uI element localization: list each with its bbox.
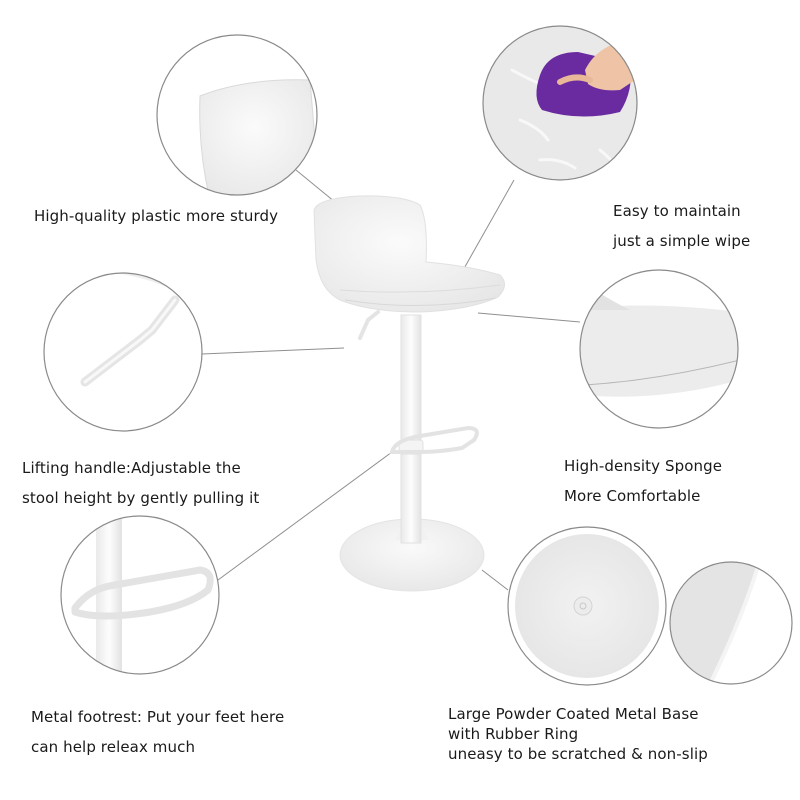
feature-text-line: stool height by gently pulling it xyxy=(22,489,260,507)
feature-text-line: High-quality plastic more sturdy xyxy=(34,207,279,225)
detail-circle-backrest xyxy=(156,34,318,196)
feature-text-line: More Comfortable xyxy=(564,487,701,505)
detail-circle-rubber-ring xyxy=(669,561,793,685)
feature-text-line: Easy to maintain xyxy=(613,202,741,220)
detail-circle-sponge xyxy=(579,269,739,429)
feature-text-line: uneasy to be scratched & non-slip xyxy=(448,745,708,763)
feature-label-base: Large Powder Coated Metal Base with Rubb… xyxy=(448,704,708,764)
feature-label-footrest: Metal footrest: Put your feet here can h… xyxy=(31,702,284,762)
bar-stool-illustration xyxy=(313,195,505,592)
detail-circle-footrest xyxy=(60,515,220,675)
detail-circle-cleaning xyxy=(482,25,638,181)
feature-text-line: High-density Sponge xyxy=(564,457,723,475)
feature-text-line: Large Powder Coated Metal Base xyxy=(448,705,699,723)
feature-label-plastic: High-quality plastic more sturdy xyxy=(34,201,278,231)
connector-lines xyxy=(201,169,581,591)
feature-label-maintain: Easy to maintain just a simple wipe xyxy=(613,196,750,256)
feature-text-line: with Rubber Ring xyxy=(448,725,579,743)
feature-text-line: Lifting handle:Adjustable the xyxy=(22,459,241,477)
feature-text-line: can help releax much xyxy=(31,738,196,756)
feature-label-handle: Lifting handle:Adjustable the stool heig… xyxy=(22,453,259,513)
detail-circle-handle xyxy=(43,272,203,432)
feature-text-line: Metal footrest: Put your feet here xyxy=(31,708,285,726)
feature-label-sponge: High-density Sponge More Comfortable xyxy=(564,451,722,511)
feature-text-line: just a simple wipe xyxy=(613,232,751,250)
detail-circle-base xyxy=(507,526,667,686)
